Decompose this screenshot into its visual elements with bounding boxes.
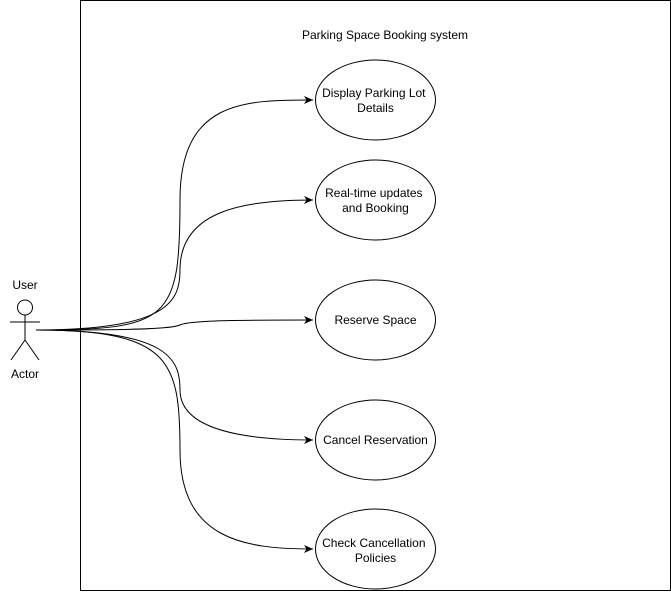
system-title: Parking Space Booking system [302, 28, 468, 42]
use-case-label: Real-time updates and Booking [325, 186, 426, 215]
associations [35, 96, 314, 553]
use-case-ellipse [315, 159, 436, 241]
use-case-ellipse [315, 508, 436, 590]
use-case-label: Display Parking Lot Details [322, 86, 429, 115]
association-cancel-reservation [35, 329, 314, 444]
use-case-label: Cancel Reservation [323, 433, 428, 447]
use-case-label: Reserve Space [334, 313, 416, 327]
use-case-check-cancellation-policies[interactable]: Check Cancellation Policies [315, 508, 436, 590]
association-realtime-booking [35, 196, 314, 331]
use-case-ellipse [315, 399, 436, 481]
use-case-real-time-updates-and-booking[interactable]: Real-time updates and Booking [315, 159, 436, 241]
use-case-cancel-reservation[interactable]: Cancel Reservation [315, 399, 436, 481]
actor-head [17, 299, 33, 316]
association-display-details [35, 96, 314, 331]
use-case-reserve-space[interactable]: Reserve Space [315, 279, 436, 361]
actor-left-leg [10, 339, 26, 361]
actor-right-leg [24, 339, 40, 361]
use-case-display-parking-lot-details[interactable]: Display Parking Lot Details [315, 59, 436, 141]
use-case-label: Check Cancellation Policies [322, 536, 429, 565]
association-check-policies [35, 329, 314, 553]
association-reserve-space [35, 316, 314, 331]
actor-stick-figure-icon[interactable] [10, 299, 40, 361]
actor-name: User [12, 278, 37, 292]
use-case-ellipse [315, 59, 436, 141]
actor-caption: Actor [11, 367, 39, 381]
use-case-ellipse [315, 279, 436, 361]
